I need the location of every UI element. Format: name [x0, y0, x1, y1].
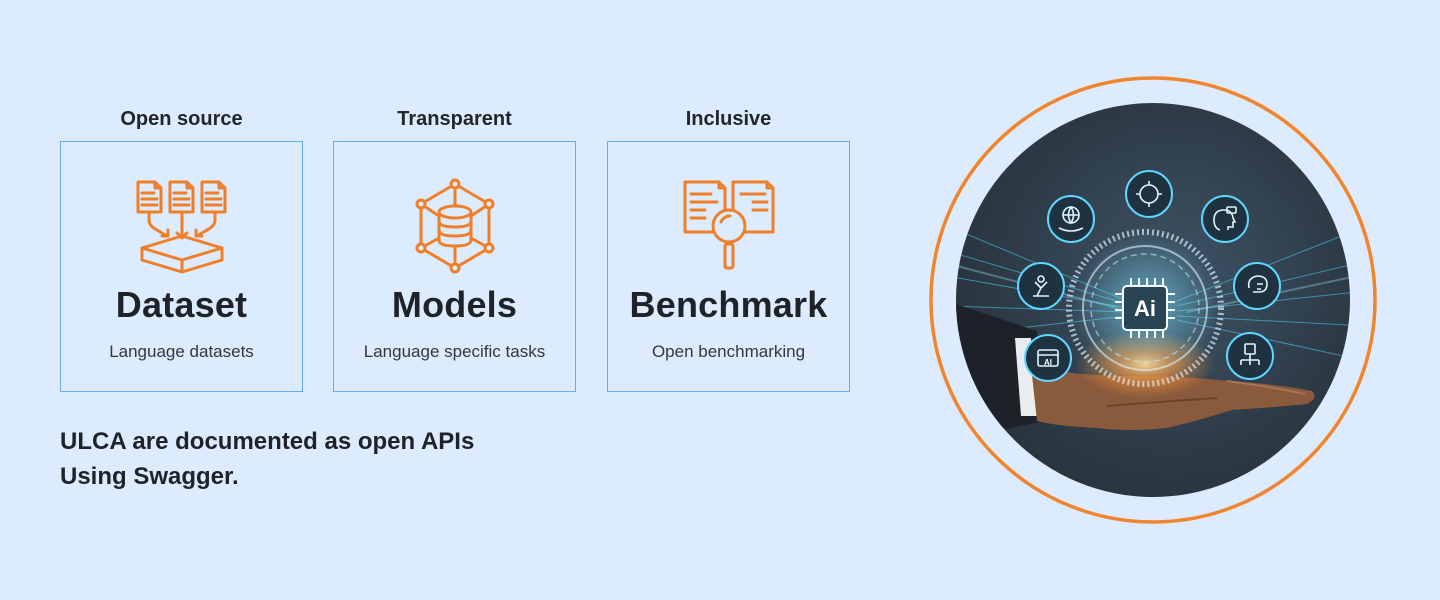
models-title: Models — [391, 284, 518, 325]
api-note: ULCA are documented as open APIs Using S… — [60, 428, 475, 490]
globe-hand-icon — [1047, 195, 1095, 243]
benchmark-subtitle: Open benchmarking — [651, 342, 806, 361]
ai-badge-label: AI — [1044, 358, 1052, 367]
network-chip-icon — [1226, 332, 1274, 380]
models-column: Transparent Models Language specific tas… — [333, 106, 576, 392]
ai-hero-illustration: Ai — [927, 76, 1379, 524]
dataset-card[interactable]: Dataset Language datasets — [60, 141, 303, 392]
dataset-subtitle: Language datasets — [109, 342, 254, 361]
brain-gear-icon — [1125, 170, 1173, 218]
benchmark-heading: Inclusive — [685, 108, 772, 130]
models-icon — [405, 176, 505, 276]
dataset-title: Dataset — [115, 284, 248, 325]
ai-head-icon — [1201, 195, 1249, 243]
models-card[interactable]: Models Language specific tasks — [333, 141, 576, 392]
brain-circuit-icon — [1233, 262, 1281, 310]
models-heading: Transparent — [397, 108, 512, 130]
dataset-icon — [132, 176, 232, 276]
ai-chip-icon — [1115, 278, 1175, 338]
dataset-column: Open source Data — [60, 106, 303, 392]
benchmark-column: Inclusive Benchmark Open benchmarking — [607, 106, 850, 392]
ai-chip-label: Ai — [1134, 296, 1156, 321]
benchmark-card[interactable]: Benchmark Open benchmarking — [607, 141, 850, 392]
dataset-heading: Open source — [120, 108, 243, 130]
orbit-icons — [1017, 170, 1281, 382]
benchmark-icon — [679, 176, 779, 276]
robot-arm-icon — [1017, 262, 1065, 310]
ai-badge-icon — [1024, 334, 1072, 382]
models-subtitle: Language specific tasks — [363, 342, 546, 361]
benchmark-title: Benchmark — [629, 284, 828, 325]
